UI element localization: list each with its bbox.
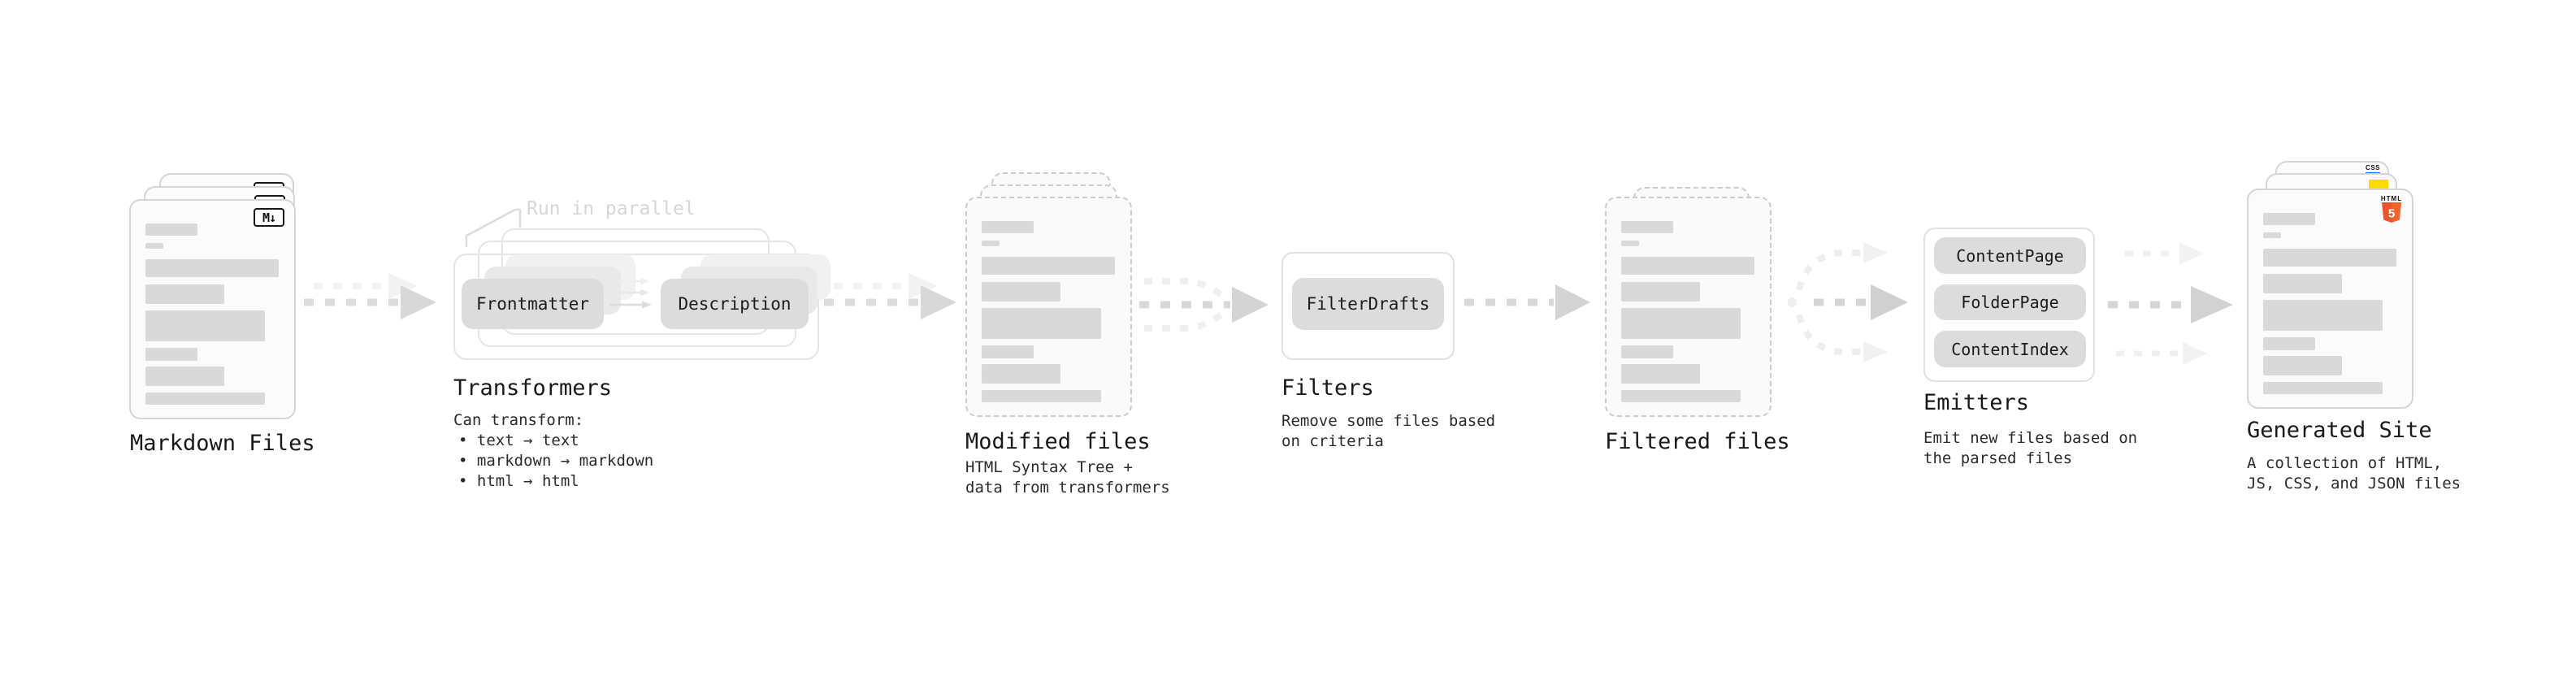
skeleton-line: [145, 223, 197, 236]
skeleton-line: [2263, 232, 2281, 238]
html5-word: HTML: [2380, 195, 2403, 202]
skeleton-line: [982, 364, 1060, 384]
transformers-note: Can transform: • text → text • markdown …: [453, 410, 653, 492]
html5-icon: HTML 5: [2378, 195, 2405, 227]
site-page-front: HTML 5: [2247, 189, 2413, 409]
modified-page-front: [965, 197, 1132, 417]
note-line: Remove some files based: [1281, 412, 1496, 430]
skeleton-line: [982, 390, 1101, 402]
skeleton-line: [145, 310, 265, 341]
arrow-filters-to-filtered: [1464, 284, 1590, 320]
skeleton-line: [2263, 337, 2315, 350]
skeleton-line: [982, 221, 1034, 233]
skeleton-line: [1621, 364, 1700, 384]
skeleton-line: [982, 241, 1000, 246]
arrow-modified-to-filters: [1139, 278, 1268, 332]
note-line: on criteria: [1281, 432, 1384, 450]
run-parallel-label: Run in parallel: [527, 198, 696, 219]
skeleton-line: [1621, 257, 1754, 275]
parallel-arrows-icon: [609, 277, 652, 309]
skeleton-line: [1621, 308, 1741, 339]
arrow-emitters-to-site: [2108, 242, 2233, 365]
skeleton-line: [2263, 249, 2396, 267]
emitters-label: Emitters: [1923, 390, 2030, 415]
skeleton-line: [982, 345, 1034, 358]
skeleton-line: [1621, 390, 1741, 402]
note-line: • text → text: [458, 432, 579, 449]
skeleton-line: [145, 367, 224, 386]
skeleton-line: [145, 259, 279, 277]
arrow-filtered-to-emitters: [1787, 242, 1908, 362]
arrow-markdown-to-transformers: [304, 273, 436, 319]
modified-files-label: Modified files: [965, 429, 1151, 454]
generated-site-label: Generated Site: [2247, 418, 2432, 443]
markdown-files-label: Markdown Files: [130, 431, 315, 456]
folderpage-box: FolderPage: [1934, 284, 2086, 320]
generated-site-note: A collection of HTML, JS, CSS, and JSON …: [2247, 453, 2461, 494]
skeleton-line: [2263, 356, 2342, 375]
emitters-note: Emit new files based on the parsed files: [1923, 428, 2137, 469]
skeleton-line: [145, 393, 265, 405]
note-line: JS, CSS, and JSON files: [2247, 475, 2461, 492]
note-line: HTML Syntax Tree +: [965, 458, 1133, 476]
note-line: Emit new files based on: [1923, 429, 2138, 447]
skeleton-line: [1621, 241, 1639, 246]
filters-label: Filters: [1281, 375, 1374, 401]
contentindex-box: ContentIndex: [1934, 331, 2086, 367]
skeleton-line: [145, 284, 224, 304]
run-parallel-connector: [465, 208, 522, 247]
filtered-files-label: Filtered files: [1605, 429, 1790, 454]
js-icon: [2369, 180, 2388, 190]
note-line: A collection of HTML,: [2247, 454, 2443, 472]
skeleton-line: [982, 308, 1101, 339]
markdown-page-front: M↓: [129, 199, 296, 419]
transformer-frame-front: [453, 254, 819, 360]
skeleton-line: [1621, 282, 1700, 301]
html5-number: 5: [2388, 207, 2395, 221]
filtered-page-front: [1605, 197, 1772, 417]
transformers-label: Transformers: [453, 375, 613, 401]
note-line: data from transformers: [965, 479, 1170, 497]
filters-note: Remove some files based on criteria: [1281, 411, 1495, 452]
skeleton-line: [1621, 221, 1673, 233]
skeleton-line: [145, 243, 163, 249]
skeleton-line: [2263, 300, 2383, 331]
skeleton-line: [145, 348, 197, 361]
skeleton-line: [2263, 213, 2315, 225]
skeleton-line: [2263, 274, 2342, 293]
filterdrafts-box: FilterDrafts: [1292, 278, 1444, 330]
frontmatter-box: Frontmatter: [462, 279, 604, 329]
contentpage-box: ContentPage: [1934, 237, 2086, 274]
note-line: the parsed files: [1923, 449, 2073, 467]
note-line: Can transform:: [453, 411, 584, 429]
markdown-icon: M↓: [254, 208, 284, 227]
modified-files-note: HTML Syntax Tree + data from transformer…: [965, 458, 1170, 498]
arrow-transformers-to-modified: [824, 273, 956, 319]
description-box: Description: [661, 279, 809, 329]
note-line: • markdown → markdown: [458, 452, 654, 470]
skeleton-line: [1621, 345, 1673, 358]
note-line: • html → html: [458, 472, 579, 490]
skeleton-line: [2263, 382, 2383, 394]
skeleton-line: [982, 257, 1115, 275]
skeleton-line: [982, 282, 1060, 301]
